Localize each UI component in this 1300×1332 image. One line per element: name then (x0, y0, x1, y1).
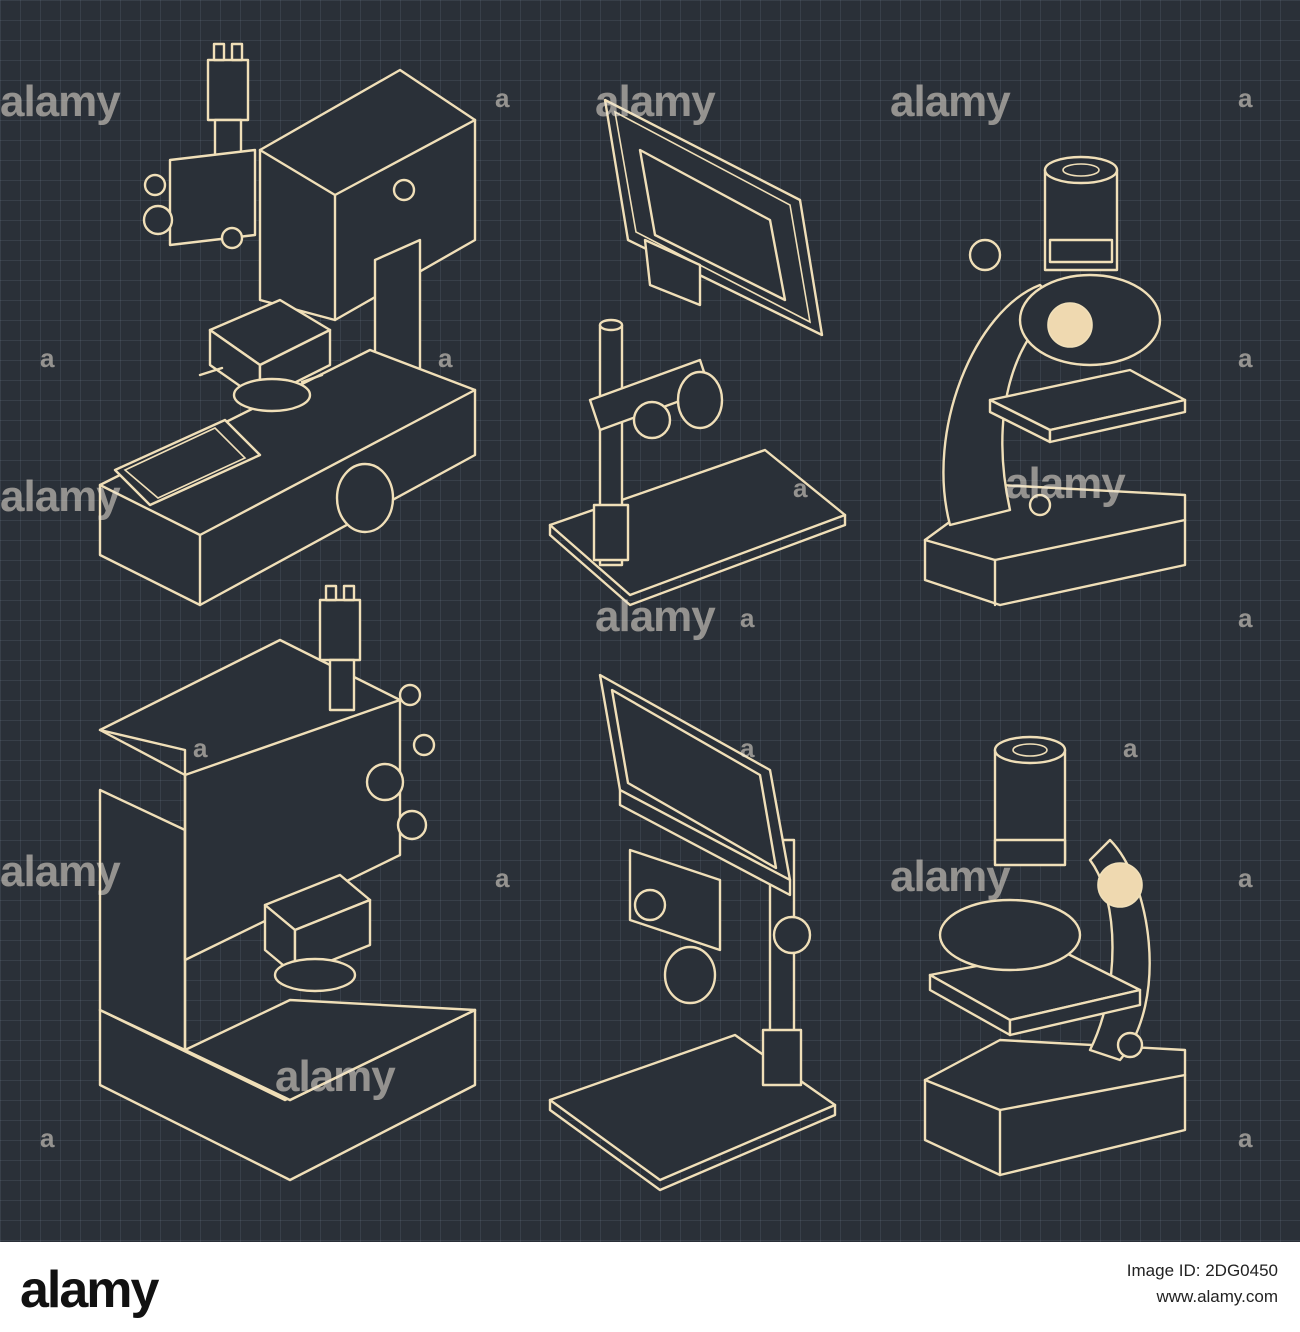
watermark-mark: a (793, 473, 808, 503)
footer-info: Image ID: 2DG0450 www.alamy.com (1127, 1258, 1278, 1310)
watermark: alamy (890, 852, 1011, 901)
watermark-mark: a (1238, 603, 1253, 633)
watermark: alamy (0, 77, 121, 126)
watermark: alamy (0, 847, 121, 896)
watermark: alamy (595, 592, 716, 641)
site-url: www.alamy.com (1156, 1287, 1278, 1306)
student-microscope-top-right (923, 155, 1187, 607)
digital-microscope-top-middle (548, 98, 847, 607)
watermark: alamy (1005, 459, 1126, 508)
watermark-mark: a (193, 733, 208, 763)
watermark: alamy (275, 1052, 396, 1101)
watermark-mark: a (40, 1123, 55, 1153)
digital-microscope-bottom-middle (548, 673, 837, 1192)
watermark-mark: a (740, 603, 755, 633)
blueprint-canvas: alamy alamy alamy alamy alamy alamy alam… (0, 0, 1300, 1242)
hardness-tester-top-left (98, 42, 477, 607)
watermark-mark: a (40, 343, 55, 373)
watermark-mark: a (438, 343, 453, 373)
watermark: alamy (0, 472, 121, 521)
footer-bar: alamy Image ID: 2DG0450 www.alamy.com (0, 1242, 1300, 1332)
watermark-mark: a (495, 863, 510, 893)
hardness-tester-bottom-left (98, 584, 477, 1182)
watermark-mark: a (1238, 83, 1253, 113)
watermark-mark: a (740, 733, 755, 763)
microscope-drawings (98, 42, 1187, 1192)
image-id-label: Image ID: 2DG0450 (1126, 1261, 1278, 1280)
student-microscope-bottom-right (923, 735, 1187, 1177)
watermark-mark: a (495, 83, 510, 113)
watermark: alamy (890, 77, 1011, 126)
footer-logo: alamy (20, 1261, 159, 1319)
watermark-mark: a (1238, 863, 1253, 893)
watermark: alamy (595, 77, 716, 126)
watermark-mark: a (1238, 1123, 1253, 1153)
watermark-mark: a (1123, 733, 1138, 763)
watermark-mark: a (1238, 343, 1253, 373)
